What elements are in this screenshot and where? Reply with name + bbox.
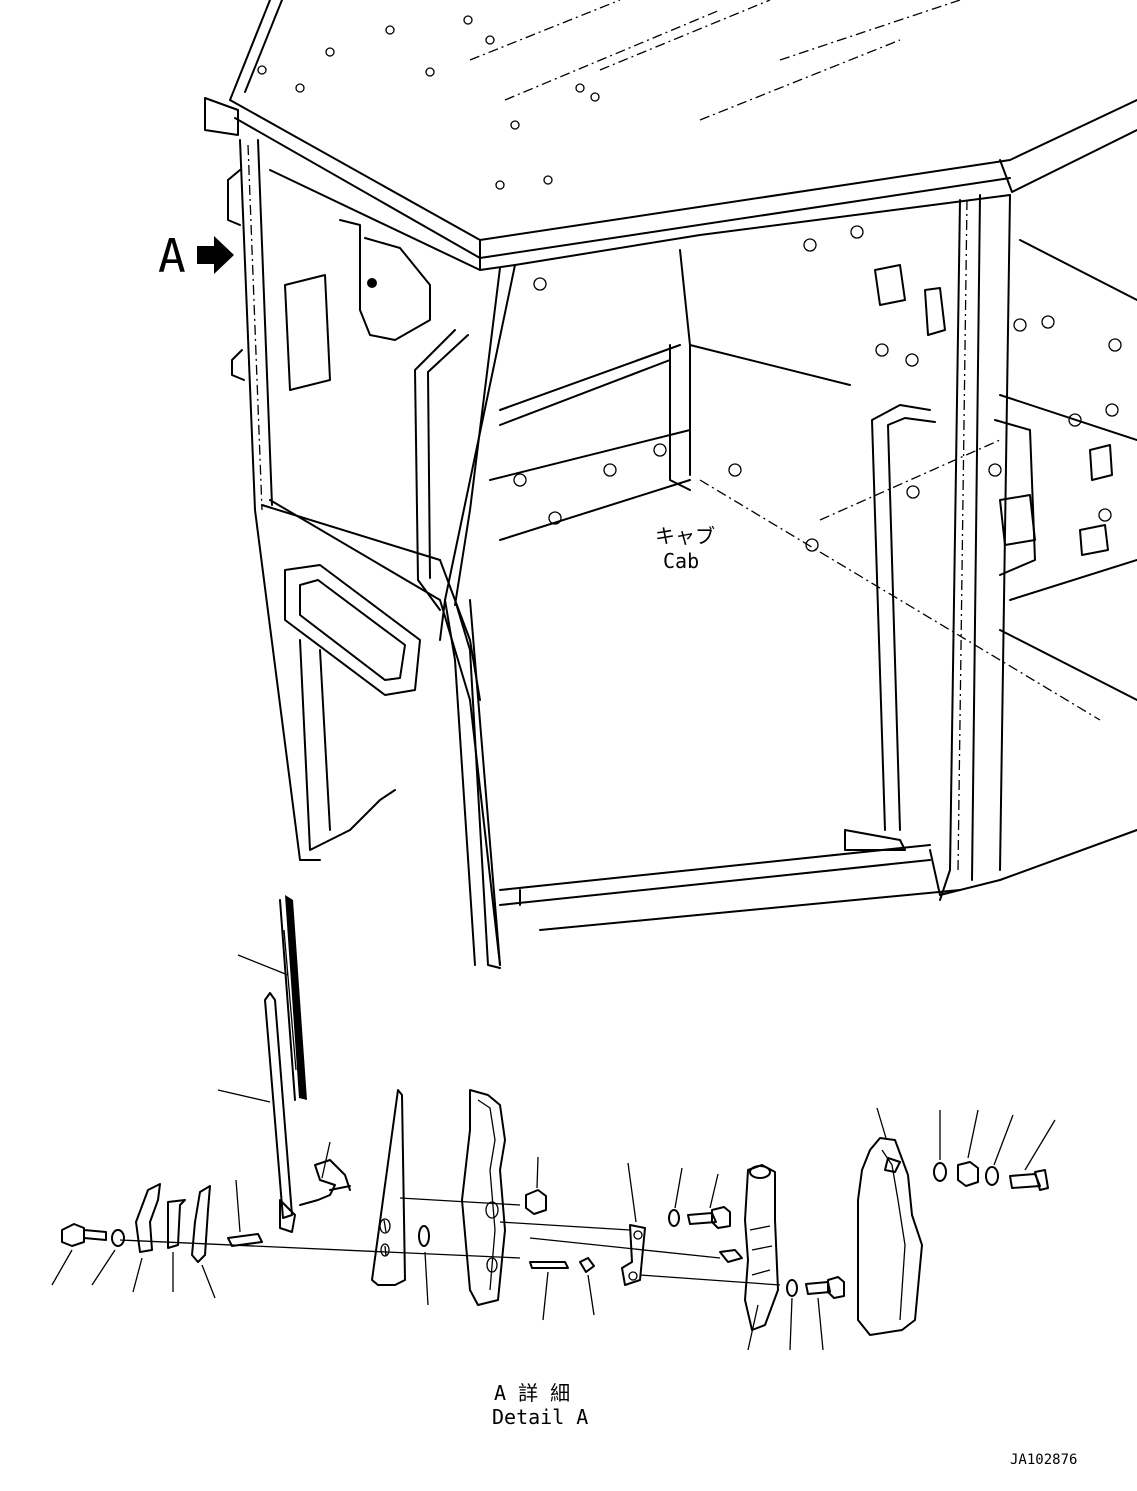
spring-washer [418,1225,430,1306]
wiper-blade [237,895,307,1101]
bolt-left [51,1223,125,1286]
bracket-plate-1 [371,1089,406,1286]
detail-label-jp: A 詳 細 [494,1381,570,1405]
view-marker-a: A [158,229,234,283]
view-arrow-icon [197,236,234,274]
washer-nozzle [299,1141,351,1206]
cab-bolts [513,225,1122,552]
wiper-arm [217,992,296,1233]
link-parts [132,1183,216,1299]
cab-label-en: Cab [663,549,699,573]
roof-bolts [257,15,600,190]
pin [227,1179,263,1247]
cab-label-jp: キャブ [655,524,715,548]
motor-cover [857,1107,923,1336]
drawing-id: JA102876 [1010,1452,1077,1468]
mounting-bracket [621,1162,646,1286]
clip [529,1257,595,1321]
cover-fasteners [933,1109,1056,1191]
nut [525,1156,547,1215]
bolt-washer-upper [668,1167,731,1229]
wiper-motor [719,1164,779,1351]
bolt-washer-lower [786,1276,845,1351]
detail-a-assembly [51,895,1056,1351]
cab-frame [204,0,1137,969]
view-marker-label: A [158,229,186,283]
bracket-plate-2 [461,1089,506,1306]
detail-label-en: Detail A [492,1405,588,1429]
